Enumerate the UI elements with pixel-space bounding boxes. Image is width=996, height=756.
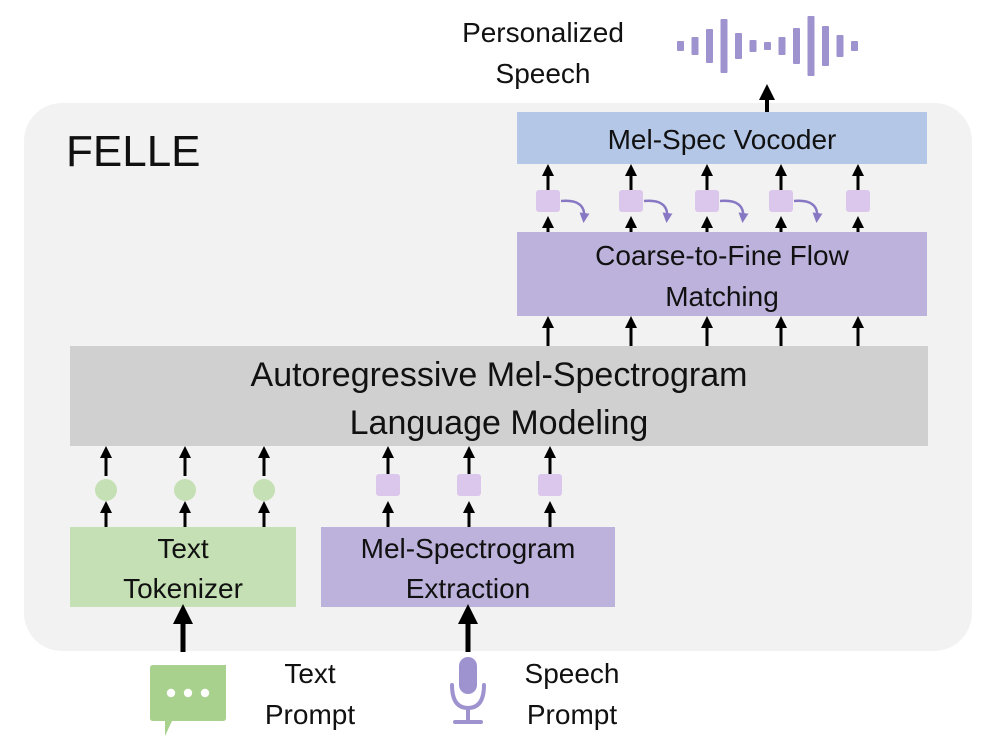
speech-prompt-label-line1: Speech: [525, 658, 620, 689]
mel-frame-square: [769, 190, 793, 212]
refinement-curve-arrow: [793, 199, 823, 223]
flow-matching-block: [517, 232, 927, 316]
mel-frame-square: [457, 474, 481, 496]
text-prompt-label-line1: Text: [284, 658, 336, 689]
waveform-bar: [691, 37, 699, 55]
text-prompt-label-line2: Prompt: [265, 699, 355, 730]
mel-frame-square: [376, 474, 400, 496]
model-name: FELLE: [66, 127, 201, 176]
waveform-bar: [764, 42, 771, 50]
mel-frame-square: [846, 190, 870, 212]
waveform-bar: [793, 28, 800, 64]
language-model-label-line1: Autoregressive Mel-Spectrogram: [251, 356, 748, 394]
waveform-bar: [778, 37, 786, 55]
waveform-bar: [851, 41, 858, 51]
text-token-circle: [174, 479, 196, 501]
flow-matching-label-line2: Matching: [665, 281, 779, 312]
refinement-curve-arrow: [719, 199, 749, 223]
vocoder-block: [517, 112, 927, 164]
text-tokenizer-label-line2: Tokenizer: [123, 573, 243, 604]
speech-prompt-label-line2: Prompt: [527, 699, 617, 730]
waveform-bar: [706, 29, 713, 63]
language-model-label-line2: Language Modeling: [350, 404, 649, 442]
text-token-circle: [253, 479, 275, 501]
waveform-bar: [720, 19, 728, 73]
text-token-circle: [95, 479, 117, 501]
language-model-block: [70, 346, 928, 446]
waveform-bar: [677, 41, 684, 51]
waveform-bar: [749, 40, 757, 52]
chat-bubble-icon: [150, 665, 226, 736]
waveform-icon: [677, 16, 858, 76]
refinement-curve-arrow: [643, 199, 673, 223]
mel-extraction-label-line1: Mel-Spectrogram: [361, 533, 576, 564]
flow-matching-label-line1: Coarse-to-Fine Flow: [595, 240, 849, 271]
mel-extraction-block: [321, 527, 615, 607]
mel-frame-square: [536, 190, 560, 212]
mel-frame-square: [695, 190, 719, 212]
refinement-curve-arrow: [560, 199, 590, 223]
mel-frame-square: [619, 190, 643, 212]
output-label-line1: Personalized: [462, 17, 624, 48]
text-tokenizer-label-line1: Text: [157, 533, 209, 564]
vocoder-label: Mel-Spec Vocoder: [608, 124, 837, 155]
waveform-bar: [807, 16, 815, 76]
waveform-bar: [735, 33, 742, 59]
mel-extraction-label-line2: Extraction: [406, 573, 531, 604]
waveform-bar: [822, 26, 829, 66]
text-tokenizer-block: [70, 527, 296, 607]
mel-frame-square: [538, 474, 562, 496]
connector-arrows: [95, 164, 870, 527]
microphone-icon: [450, 657, 486, 724]
output-label-line2: Speech: [496, 58, 591, 89]
waveform-bar: [836, 35, 844, 57]
